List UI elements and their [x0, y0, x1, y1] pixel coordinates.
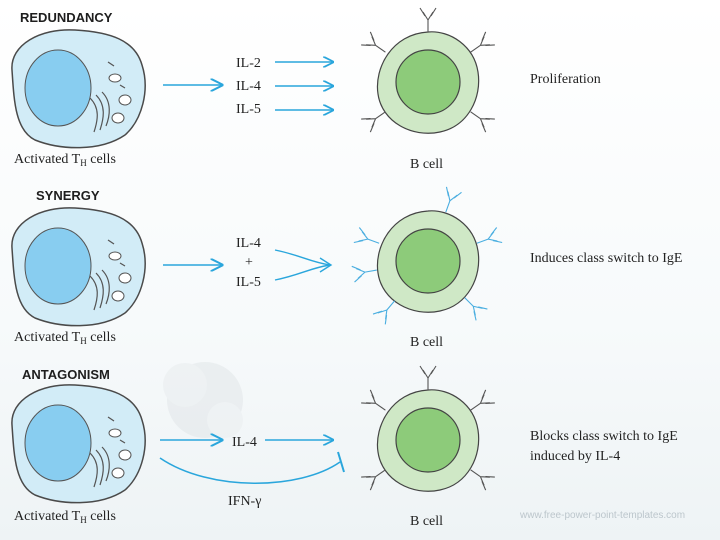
b-cell [352, 187, 502, 325]
t-helper-cell [12, 385, 145, 503]
watermark: www.free-power-point-templates.com [519, 510, 685, 521]
background-decoration [163, 362, 243, 438]
panel-antagonism: ANTAGONISM Activated TH cells IL-4 IFN-γ [12, 366, 678, 529]
b-cell-label: B cell [410, 335, 443, 350]
cytokine-label: IL-2 [236, 56, 261, 71]
effect-label: Blocks class switch to IgE [530, 429, 678, 444]
cytokine-label: IL-5 [236, 102, 261, 117]
nucleus [25, 228, 91, 304]
panel-title: ANTAGONISM [22, 367, 110, 382]
cytokine-label: IL-5 [236, 275, 261, 290]
effect-label: induced by IL-4 [530, 449, 620, 464]
b-cell [361, 366, 495, 491]
cytokine-label: IL-4 [236, 236, 261, 251]
b-cell-nucleus [396, 408, 460, 472]
inhibition-arc [160, 458, 340, 483]
nucleus [25, 50, 91, 126]
b-cell [361, 8, 495, 133]
t-cell-label: Activated TH cells [14, 152, 116, 168]
panel-title: REDUNDANCY [20, 10, 113, 25]
panel-title: SYNERGY [36, 188, 100, 203]
panel-redundancy: REDUNDANCY Activated TH cells IL-2 IL-4 … [12, 8, 601, 172]
t-cell-label: Activated TH cells [14, 509, 116, 525]
effect-label: Proliferation [530, 72, 601, 87]
nucleus [25, 405, 91, 481]
synergy-arrow [275, 250, 330, 265]
synergy-arrow [275, 265, 330, 280]
b-cell-nucleus [396, 229, 460, 293]
effect-label: Induces class switch to IgE [530, 251, 682, 266]
cytokine-label: IL-4 [236, 79, 261, 94]
b-cell-label: B cell [410, 157, 443, 172]
t-helper-cell [12, 208, 145, 326]
cytokine-label: IL-4 [232, 435, 257, 450]
inhibitor-label: IFN-γ [228, 494, 261, 509]
b-cell-nucleus [396, 50, 460, 114]
b-cell-label: B cell [410, 514, 443, 529]
t-cell-label: Activated TH cells [14, 330, 116, 346]
t-helper-cell [12, 30, 145, 148]
panel-synergy: SYNERGY Activated TH cells IL-4 + IL-5 [12, 187, 683, 350]
cytokine-plus: + [245, 255, 253, 270]
